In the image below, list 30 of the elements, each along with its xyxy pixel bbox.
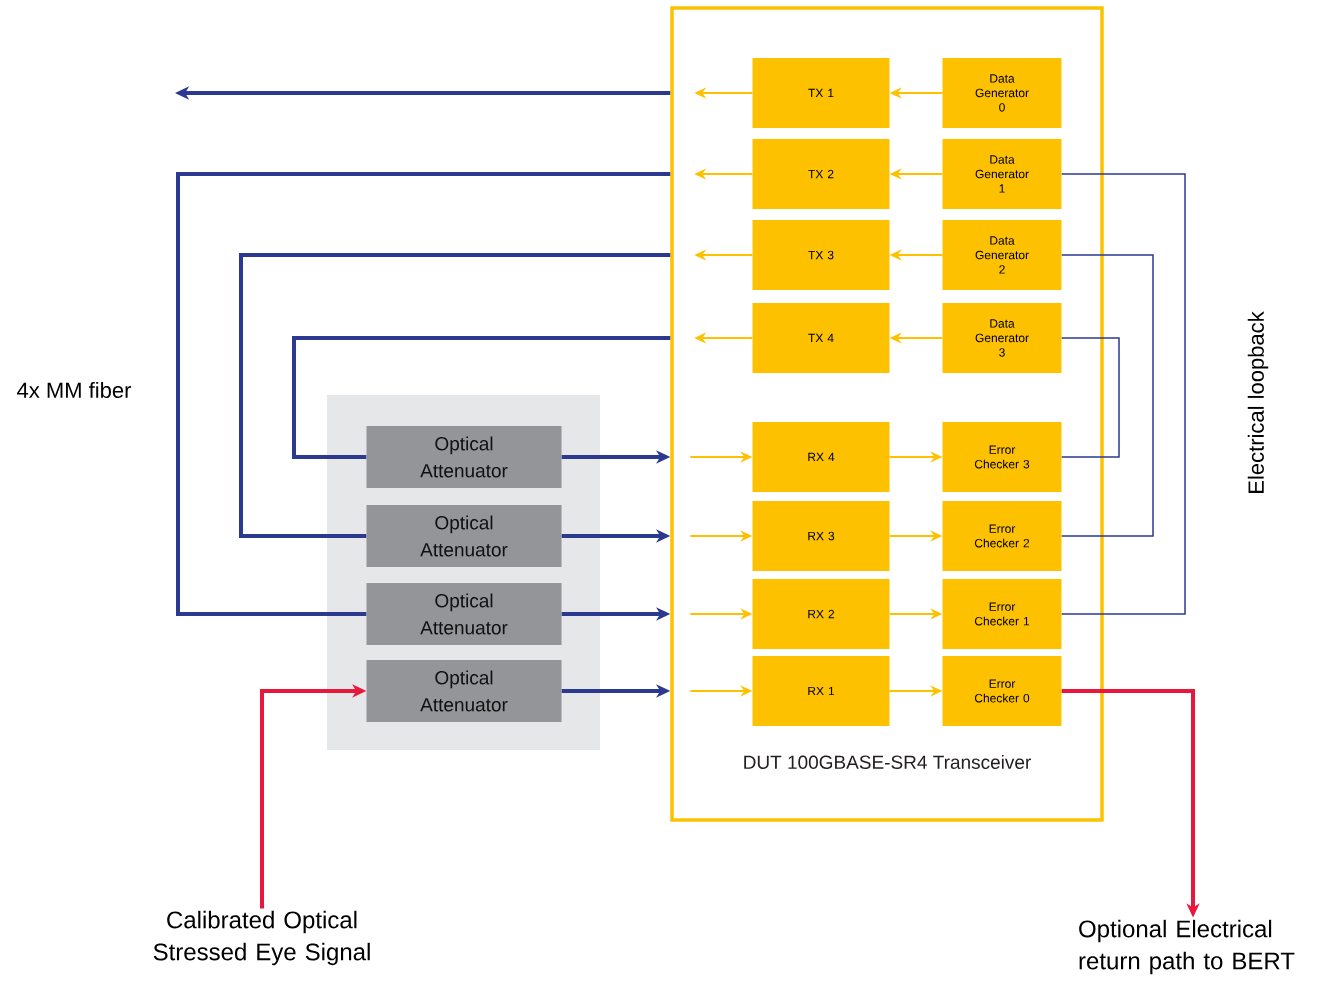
fiber-line [176,172,671,616]
tx-box: TX 2 [752,139,890,209]
fiber-label: 4x MM fiber [17,381,132,399]
fiber-line [239,253,671,538]
tx-box: TX 3 [752,220,890,290]
tx-box: TX 1 [752,58,890,128]
generator-box: Data Generator 0 [942,58,1062,128]
loopback-label: Electrical loopback [1247,311,1269,493]
loopback-line [1060,173,1186,615]
checker-box: Error Checker 3 [942,422,1062,492]
rx-box: RX 1 [752,656,890,726]
checker-box: Error Checker 1 [942,579,1062,649]
rx-box: RX 4 [752,422,890,492]
generator-box: Data Generator 3 [942,303,1062,373]
loopback-line [1060,337,1120,458]
generator-box: Data Generator 1 [942,139,1062,209]
attenuator-box: Optical Attenuator [366,426,562,488]
rx-box: RX 3 [752,501,890,571]
checker-box: Error Checker 0 [942,656,1062,726]
signal-label: Optional Electrical return path to BERT [1079,919,1295,975]
tx-box: TX 4 [752,303,890,373]
loopback-line [1060,254,1154,537]
attenuator-box: Optical Attenuator [366,660,562,722]
signal-label: Calibrated Optical Stressed Eye Signal [153,910,370,966]
fiber-line [292,336,671,459]
attenuator-box: Optical Attenuator [366,505,562,567]
rx-box: RX 2 [752,579,890,649]
attenuator-box: Optical Attenuator [366,583,562,645]
generator-box: Data Generator 2 [942,220,1062,290]
checker-box: Error Checker 2 [942,501,1062,571]
